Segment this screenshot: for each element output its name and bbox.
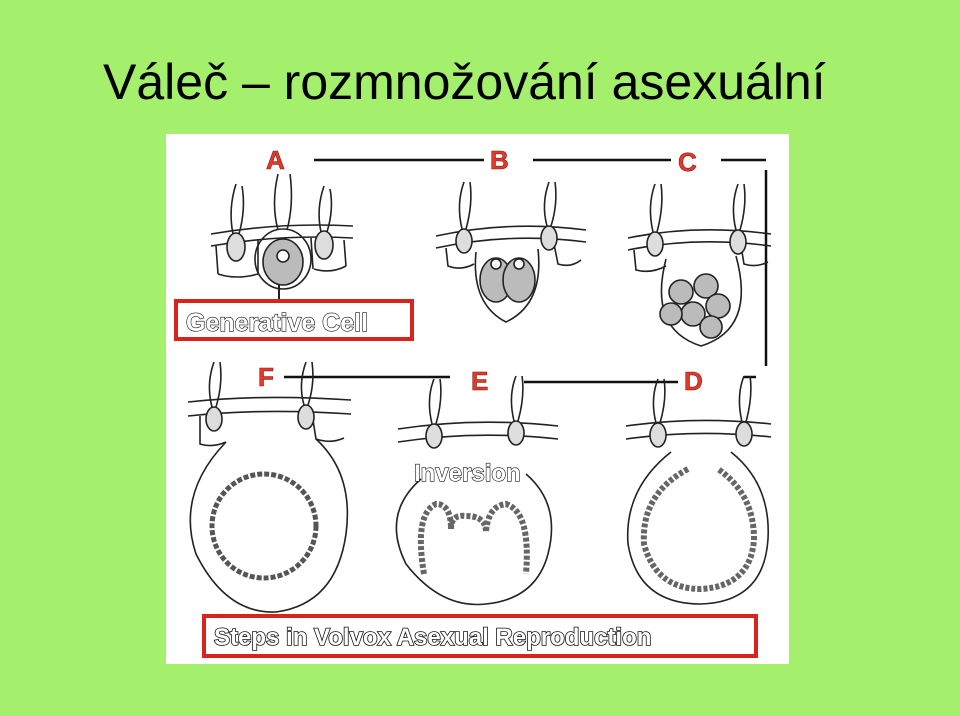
- step-letter-e: E: [471, 366, 488, 396]
- generative-cell-callout-box: [174, 299, 414, 341]
- panel-d-daughter-colony: [640, 466, 758, 593]
- generative-cell-callout: Generative Cell: [174, 299, 414, 341]
- panel-c-vesicle: [660, 255, 743, 347]
- panel-f-flagella-left: [208, 361, 222, 408]
- panel-a-flagella-left: [230, 183, 245, 235]
- step-connectors: [284, 158, 768, 384]
- panel-b-inner-wall: [435, 237, 587, 249]
- figure-caption-box: [202, 614, 758, 658]
- panel-f-outer-wall: [187, 396, 352, 403]
- panel-a: [210, 173, 354, 302]
- panel-c-inner-wall: [627, 241, 772, 251]
- panel-a-flagella-right: [318, 185, 333, 233]
- panel-d-somatic-cell-left: [649, 422, 667, 448]
- panel-c-flagella-left: [649, 183, 663, 233]
- panel-e-somatic-cell-left: [425, 423, 443, 449]
- panel-a-outer-wall: [210, 224, 354, 235]
- panel-a-generative-nucleus: [276, 249, 290, 263]
- panel-b-nucleus-left: [490, 258, 502, 270]
- panel-e: [395, 375, 559, 606]
- panel-c-somatic-cell-left: [646, 231, 664, 257]
- panel-b-flagella-left: [458, 181, 472, 230]
- panel-d-outer-wall: [625, 419, 772, 427]
- generative-cell-label: Generative Cell: [186, 309, 368, 337]
- panel-e-outer-wall: [397, 421, 559, 430]
- panel-b-cell-walls: [445, 243, 582, 269]
- panel-d-vesicle: [626, 451, 769, 605]
- panel-e-vesicle: [395, 473, 553, 606]
- panel-e-inverting-colony: [417, 500, 530, 575]
- panel-b-flagella-right: [543, 181, 557, 227]
- panel-f-inner-wall: [187, 410, 352, 417]
- volvox-reproduction-figure: A B C D E F Generative Cell Inversion St…: [166, 134, 789, 664]
- panel-c-outer-wall: [627, 229, 772, 239]
- panel-f-daughter-colony: [209, 471, 319, 581]
- panel-c-cell-cluster: [659, 273, 731, 339]
- panel-b-vesicle: [474, 248, 540, 323]
- panel-f-somatic-cell-left: [205, 406, 223, 432]
- panel-b-outer-wall: [435, 225, 587, 237]
- panel-a-cell-bottoms: [217, 265, 347, 278]
- panel-d-flagella-left: [652, 378, 666, 424]
- panel-d-somatic-cell-right: [735, 421, 753, 447]
- panel-a-cell-walls: [215, 237, 347, 275]
- step-letter-d: D: [684, 366, 703, 396]
- panel-d: [625, 375, 772, 605]
- step-letter-a: A: [266, 145, 285, 175]
- figure-caption: Steps in Volvox Asexual Reproduction: [202, 614, 758, 658]
- figure-caption-text: Steps in Volvox Asexual Reproduction: [214, 624, 651, 651]
- panel-c-cell-walls: [633, 245, 769, 273]
- step-letters: A B C D E F: [258, 145, 703, 397]
- inversion-label: Inversion: [414, 460, 521, 487]
- step-letter-f: F: [258, 362, 274, 392]
- panel-b-somatic-cell-right: [540, 225, 558, 251]
- panel-b-daughter-cell-right: [502, 257, 536, 303]
- panel-b: [435, 181, 587, 323]
- step-letter-c: C: [678, 147, 697, 177]
- panel-a-generative-cell-envelope: [254, 228, 312, 290]
- panel-e-flagella-left: [428, 378, 442, 425]
- panel-b-somatic-cell-left: [455, 228, 473, 254]
- panel-e-flagella-right: [510, 375, 524, 422]
- panel-f-somatic-cell-right: [297, 404, 315, 430]
- panel-b-nucleus-right: [513, 258, 525, 270]
- panel-c: [627, 183, 772, 347]
- panel-e-inner-wall: [397, 434, 559, 443]
- panel-a-flagella-center: [273, 173, 293, 231]
- slide-title: Váleč – rozmnožování asexuální: [103, 54, 826, 110]
- panel-f-flagella-right: [300, 361, 314, 406]
- panel-e-somatic-cell-right: [507, 420, 525, 446]
- panel-f: [187, 361, 352, 613]
- step-letter-b: B: [490, 145, 509, 175]
- panel-c-somatic-cell-right: [729, 229, 747, 255]
- panel-d-inner-wall: [625, 432, 772, 440]
- panel-c-flagella-right: [732, 183, 746, 231]
- panel-a-somatic-cell-left: [226, 232, 246, 262]
- panel-a-somatic-cell-right: [314, 230, 334, 260]
- panel-d-flagella-right: [738, 375, 752, 423]
- diagram-canvas: A B C D E F Generative Cell Inversion St…: [174, 145, 772, 658]
- panel-f-vesicle: [189, 438, 349, 613]
